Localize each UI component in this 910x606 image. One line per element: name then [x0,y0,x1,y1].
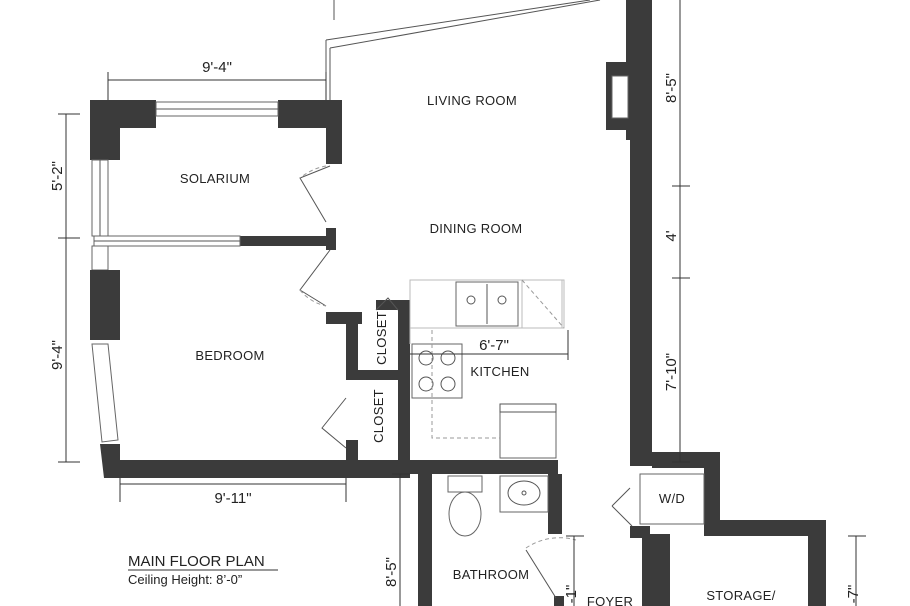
dim-bedroom-depth: 9'-4" [49,340,66,370]
window-bedroom-upper [91,245,109,271]
wall-closet-upper [326,312,398,380]
label-closet-lower: CLOSET [371,389,386,443]
wall-solarium-topleft [90,100,156,160]
wall-foyer-stub [630,526,650,538]
door-wd [611,487,633,527]
wall-solarium-bedroom-partition [240,236,332,246]
door-solarium-arc [299,165,327,179]
label-living-room: LIVING ROOM [427,93,517,108]
toilet-bowl [448,491,482,537]
door-bathroom [525,549,557,599]
wall-bath-right [548,474,562,534]
label-bathroom: BATHROOM [453,567,530,582]
dim-solarium-depth: 5'-2" [49,161,66,191]
dim-storage-partial: -7" [845,585,862,604]
wall-kitchen-left [398,300,410,462]
label-storage: STORAGE/ [706,588,775,603]
label-wd: W/D [659,491,685,506]
fireplace-opening [611,75,629,119]
dishwasher [521,279,565,329]
stove [411,343,463,399]
label-bedroom: BEDROOM [195,348,264,363]
wall-bath-right-lower [554,596,564,606]
wall-bedroom-left [90,270,120,340]
plan-title: MAIN FLOOR PLAN [128,553,265,570]
door-closet-lower [321,397,347,449]
wall-closet-stub [376,300,398,310]
dim-right-top: 8'-5" [663,73,680,103]
wall-closet-divider [346,440,358,462]
wall-bath-left [418,474,432,606]
kitchen-dashed [431,330,500,439]
toilet-tank [447,475,483,493]
dim-right-mid: 4' [663,230,680,241]
label-dining-room: DINING ROOM [430,221,523,236]
window-living-room [325,0,601,100]
label-solarium: SOLARIUM [180,171,250,186]
dim-foyer-partial: -1" [563,585,580,604]
label-closet-upper: CLOSET [374,311,389,365]
door-closet-upper [375,297,399,311]
door-bathroom-arc [525,537,577,549]
wall-bedroom-bottom [100,444,410,478]
dim-kitchen-width: 6'-7" [479,337,509,354]
label-foyer: FOYER [587,594,633,606]
label-kitchen: KITCHEN [470,364,529,379]
door-bedroom [299,249,331,307]
window-bedroom-left [91,343,119,443]
plan-subtitle: Ceiling Height: 8’-0” [128,572,242,587]
wall-right-exterior [626,0,720,520]
kitchen-counter-top [409,279,563,329]
wall-storage [704,520,826,606]
dim-bath-depth: 8'-5" [383,557,400,587]
wall-kitchen-bottom [398,460,558,474]
door-bedroom-arc [299,289,327,307]
dim-right-low: 7'-10" [663,353,680,391]
dim-bedroom-width: 9'-11" [214,490,251,507]
dim-solarium-width: 9'-4" [202,59,232,76]
wall-solarium-right-stub [326,128,342,164]
wall-solarium-topright [278,100,342,128]
wall-foyer-right [642,534,670,606]
wall-partition-stub [326,228,336,250]
wd-closet [639,473,705,525]
